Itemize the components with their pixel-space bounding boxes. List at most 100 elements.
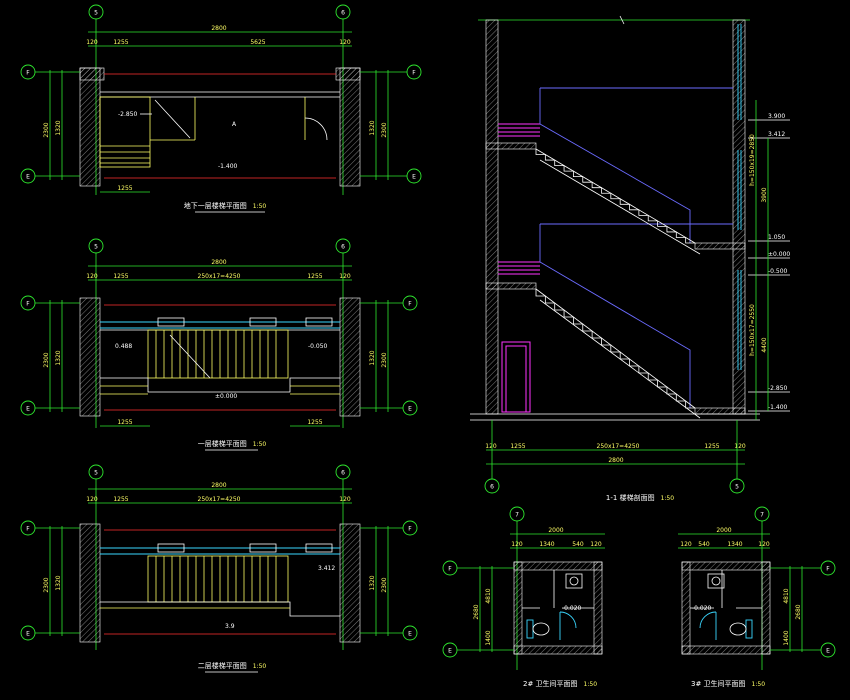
level-mark: -0.500 (768, 268, 788, 275)
dimension-text: 2800 (211, 259, 226, 266)
level-mark: -2.850 (118, 111, 138, 118)
dimension-text: 2000 (548, 527, 563, 534)
stair-step-profile (535, 289, 695, 409)
second-floor-stair-plan: 5 6 2800 120 1255 250x17=4250 120 (20, 464, 418, 673)
dimension-text: 1320 (55, 350, 62, 365)
dimension-text: 1255 (113, 496, 128, 503)
dimension-text: 120 (86, 39, 98, 46)
upper-flight-steps (535, 149, 695, 244)
axis-label: F (26, 70, 30, 77)
level-mark: -1.400 (218, 163, 238, 170)
dimension-text: h=150x19=2850 (749, 134, 756, 186)
dimension-text: 120 (339, 273, 351, 280)
dimension-text: 120 (485, 443, 497, 450)
dimension-text: 120 (86, 273, 98, 280)
dimension-text: 2800 (211, 25, 226, 32)
first-floor-stair-plan: 5 6 2800 120 1255 250x17=4250 1255 120 (20, 238, 418, 451)
dimension-text: 2300 (381, 352, 388, 367)
dimension-text: 4400 (761, 337, 768, 352)
dimension-text: 250x17=4250 (198, 496, 241, 503)
dimension-text: 1255 (113, 273, 128, 280)
axis-label: 7 (760, 512, 764, 519)
axis-label: 6 (341, 10, 345, 17)
basement-stair-plan: 5 6 2800 120 1255 5625 120 (20, 4, 422, 213)
dimension-text: 4810 (485, 588, 492, 603)
dimension-text: 1320 (55, 120, 62, 135)
axis-label: E (26, 174, 30, 181)
dimension-text: 5625 (250, 39, 265, 46)
dimension-text: 1320 (369, 120, 376, 135)
dimension-text: 540 (698, 541, 710, 548)
dimension-text: 1320 (369, 350, 376, 365)
axis-label: 5 (735, 484, 739, 491)
level-mark: ±0.000 (215, 393, 237, 400)
level-mark: -0.050 (308, 343, 328, 350)
level-mark: -0.020 (562, 605, 582, 612)
dimension-text: 2300 (381, 122, 388, 137)
level-mark: -0.020 (692, 605, 712, 612)
level-mark: 3.9 (225, 623, 235, 630)
dimension-text: 1255 (307, 273, 322, 280)
level-mark: 3.900 (768, 113, 785, 120)
stair-section-1-1: 3.900 3.412 1.050 ±0.000 -0.500 -2.850 -… (470, 15, 790, 502)
dimension-text: 2800 (608, 457, 623, 464)
axis-label: F (412, 70, 416, 77)
level-mark: ±0.000 (768, 251, 790, 258)
dimension-text: 1340 (727, 541, 742, 548)
toilet-2-plan: 7 2000 120 1340 540 120 -0.020 2680 4810… (442, 506, 605, 688)
axis-label: 6 (490, 484, 494, 491)
dimension-text: 250x17=4250 (198, 273, 241, 280)
axis-label: 5 (94, 470, 98, 477)
level-mark: -1.400 (768, 404, 788, 411)
dimension-text: h=150x17=2550 (749, 304, 756, 356)
axis-label: F (448, 566, 452, 573)
dimension-text: 2000 (716, 527, 731, 534)
dimension-text: 2300 (43, 577, 50, 592)
dimension-text: 2800 (211, 482, 226, 489)
level-mark: 3.412 (768, 131, 785, 138)
axis-label: 7 (515, 512, 519, 519)
dimension-text: 120 (511, 541, 523, 548)
axis-label: F (26, 301, 30, 308)
level-mark: 1.050 (768, 234, 785, 241)
axis-label: 6 (341, 244, 345, 251)
toilet-3-plan: 7 2000 120 540 1340 120 -0.020 2680 4810… (678, 506, 836, 688)
axis-label: F (26, 526, 30, 533)
dimension-text: 2680 (473, 604, 480, 619)
dimension-text: 1320 (369, 575, 376, 590)
dimension-text: 1255 (510, 443, 525, 450)
dimension-text: 1340 (539, 541, 554, 548)
level-mark: 3.412 (318, 565, 335, 572)
dimension-text: 1255 (307, 419, 322, 426)
axis-label: 5 (94, 244, 98, 251)
dimension-text: 120 (339, 39, 351, 46)
axis-label: 5 (94, 10, 98, 17)
axis-label: E (412, 174, 416, 181)
dimension-text: 1255 (117, 419, 132, 426)
axis-label: E (26, 406, 30, 413)
stair-step-profile (535, 149, 695, 244)
dimension-text: 1255 (117, 185, 132, 192)
dimension-text: 2680 (795, 604, 802, 619)
dimension-text: 4810 (783, 588, 790, 603)
axis-label: F (408, 301, 412, 308)
dimension-text: 120 (339, 496, 351, 503)
dimension-text: 1255 (704, 443, 719, 450)
axis-label: F (408, 526, 412, 533)
axis-label: 6 (341, 470, 345, 477)
level-mark: 0.488 (115, 343, 132, 350)
dimension-text: 120 (734, 443, 746, 450)
dimension-text: 3900 (761, 187, 768, 202)
dimension-text: 2300 (43, 352, 50, 367)
dimension-text: 120 (86, 496, 98, 503)
axis-label: F (826, 566, 830, 573)
dimension-text: 2300 (43, 122, 50, 137)
dimension-text: 1400 (485, 630, 492, 645)
